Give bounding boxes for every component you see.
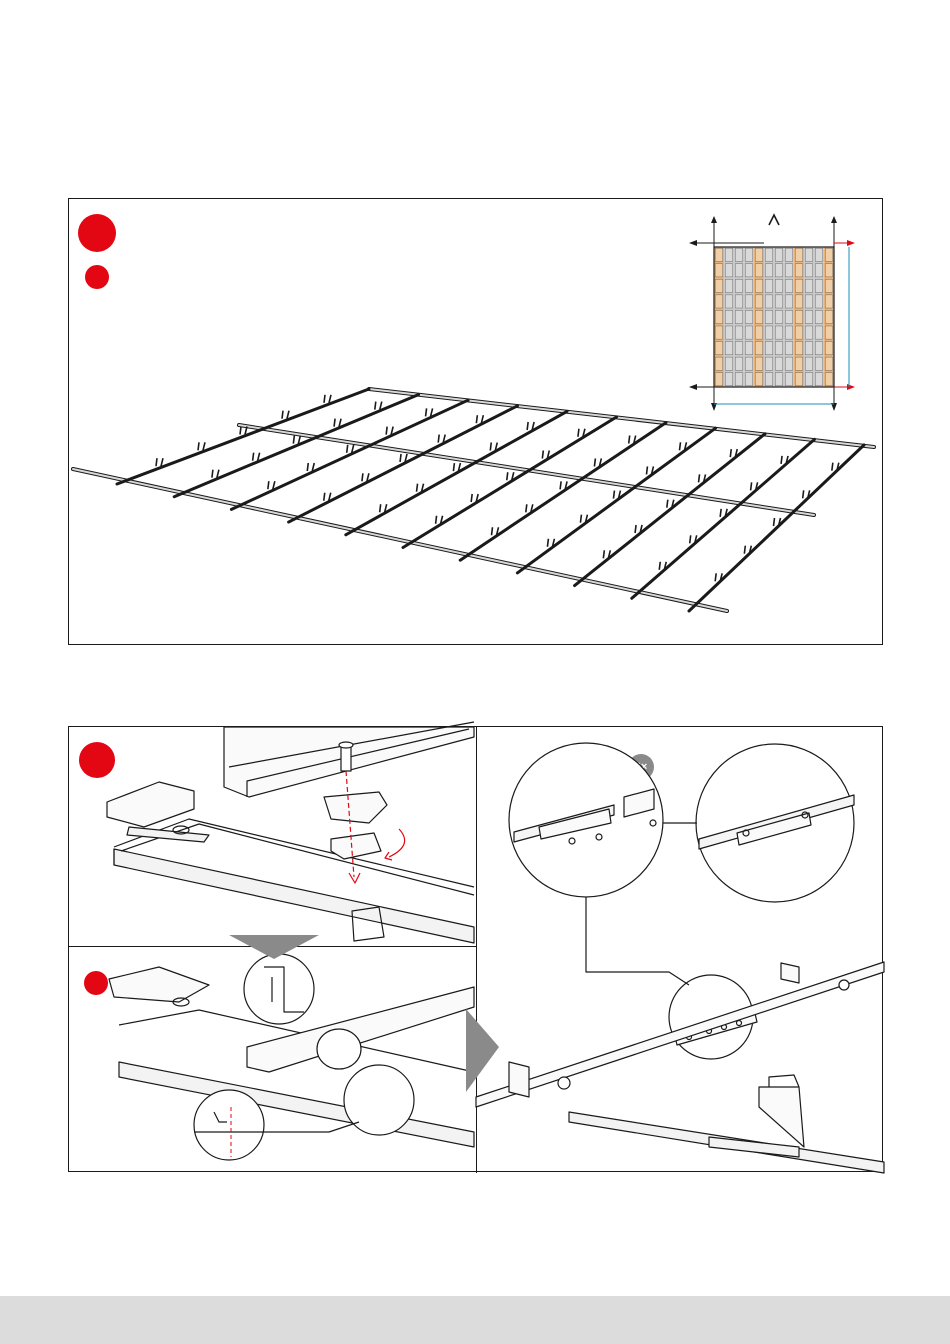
rail-clamp xyxy=(774,518,781,526)
rail-clamp xyxy=(781,456,788,464)
rail-clamp xyxy=(744,546,751,554)
rail-clamp xyxy=(417,484,424,492)
rail-grid-illustration xyxy=(69,199,884,646)
rail-clamp xyxy=(832,463,839,471)
rail-clamp xyxy=(438,435,445,443)
rail-clamp xyxy=(476,415,483,423)
rail-clamp xyxy=(629,436,636,444)
rail-clamp xyxy=(334,419,341,427)
rail-clamp xyxy=(542,451,549,459)
rail-clamp xyxy=(803,490,810,498)
rail-clamp xyxy=(347,445,354,453)
rail-clamp xyxy=(453,463,460,471)
connector-assembly-detail xyxy=(476,743,884,1173)
rail-clamp xyxy=(594,458,601,466)
rail-inset-detail xyxy=(109,954,474,1160)
rail-clamp xyxy=(667,500,674,508)
top-illustration-panel xyxy=(68,198,883,645)
rail-clamp xyxy=(730,449,737,457)
rail-clamp xyxy=(560,481,567,489)
rail-clamp xyxy=(720,509,727,517)
flow-arrow-down xyxy=(229,935,319,959)
rail-clamp xyxy=(659,562,666,570)
rail-clamp xyxy=(490,443,497,451)
rail-clamp xyxy=(527,422,534,430)
rail-clamp xyxy=(471,494,478,502)
cross-rail-face xyxy=(239,425,814,515)
rail-clamp xyxy=(212,470,219,478)
rail-clamp xyxy=(679,442,686,450)
rail-clamp xyxy=(307,463,314,471)
rail-clamp xyxy=(156,458,163,466)
rail-clamp xyxy=(375,402,382,410)
rail-clamp xyxy=(613,491,620,499)
rail-clamp xyxy=(507,472,514,480)
rail-clamp xyxy=(492,527,499,535)
flow-arrow-right xyxy=(466,1009,499,1092)
rail-clamp xyxy=(436,516,443,524)
rail-clamp xyxy=(293,436,300,444)
page-footer-band xyxy=(0,1296,950,1344)
rail-clamp xyxy=(386,427,393,435)
rail-clamp xyxy=(646,466,653,474)
rail-clamp xyxy=(580,515,587,523)
bottom-illustration-panel: 2× xyxy=(68,726,883,1172)
rail-clamp xyxy=(324,493,331,501)
rail-clamp xyxy=(380,504,387,512)
rail-clamp xyxy=(253,453,260,461)
rail-clamp xyxy=(282,411,289,419)
rail-clamp xyxy=(699,474,706,482)
rail-clamp xyxy=(547,539,554,547)
assembly-illustrations xyxy=(69,727,884,1173)
rail-clamp xyxy=(362,473,369,481)
rail-clamp xyxy=(400,454,407,462)
rail-clamp xyxy=(526,504,533,512)
rail-clamp xyxy=(578,429,585,437)
rail-clamp xyxy=(603,550,610,558)
rail-clamp xyxy=(426,408,433,416)
rail-clamp xyxy=(198,442,205,450)
rail-clamp-detail xyxy=(107,722,474,943)
rail-clamp xyxy=(715,573,722,581)
rail-clamp xyxy=(324,395,331,403)
rail-clamp xyxy=(690,535,697,543)
main-rail xyxy=(117,389,369,484)
rail-clamp xyxy=(635,525,642,533)
rail-clamp xyxy=(268,481,275,489)
rail-clamp xyxy=(751,482,758,490)
